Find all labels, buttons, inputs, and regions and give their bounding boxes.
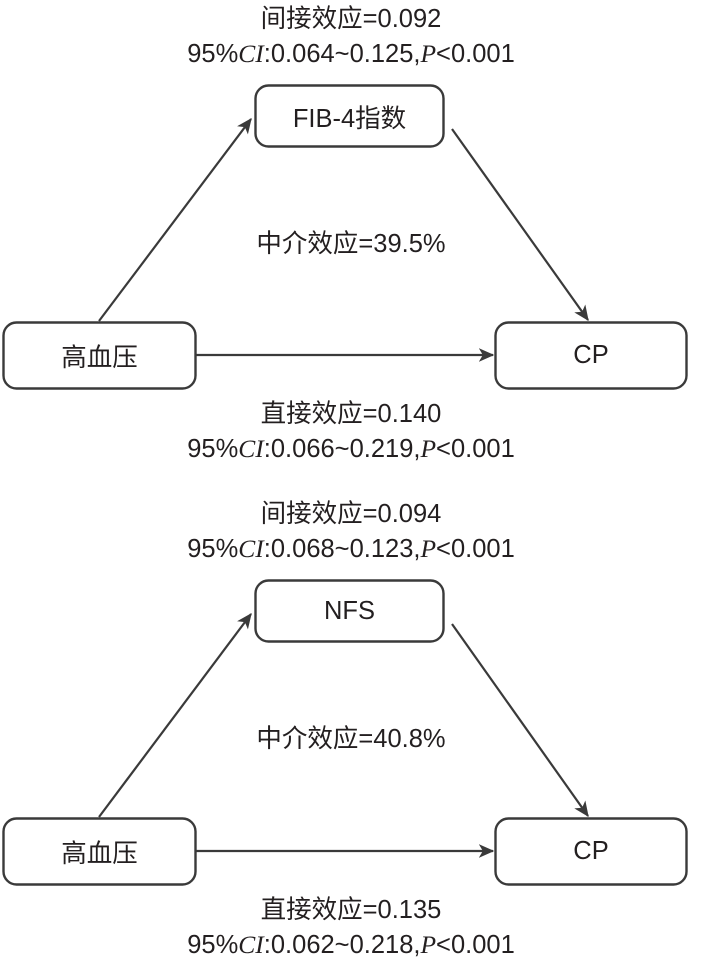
panel-nfs-graphics — [2, 579, 688, 886]
p-value: <0.001 — [436, 434, 515, 463]
ci-italic: CI — [238, 38, 264, 68]
p-italic: P — [420, 929, 437, 959]
p-italic: P — [420, 533, 437, 563]
ci-values: :0.066~0.219, — [263, 434, 421, 463]
ci-italic: CI — [238, 433, 264, 463]
ci-values: :0.064~0.125, — [263, 39, 421, 68]
ci-prefix: 95% — [187, 39, 239, 68]
direct-effect-ci: 95%CI:0.066~0.219,P<0.001 — [0, 432, 702, 467]
mediation-panel-nfs: NFS 高血压 CP 间接效应=0.094 95%CI:0.068~0.123,… — [0, 483, 702, 966]
ci-prefix: 95% — [187, 434, 239, 463]
caption-direct-effect: 直接效应=0.140 95%CI:0.066~0.219,P<0.001 — [0, 398, 702, 466]
caption-indirect-effect: 间接效应=0.094 95%CI:0.068~0.123,P<0.001 — [0, 498, 702, 566]
direct-effect-value: 直接效应=0.140 — [260, 400, 442, 428]
caption-indirect-effect: 间接效应=0.092 95%CI:0.064~0.125,P<0.001 — [0, 3, 702, 71]
node-box-outcome — [494, 321, 688, 390]
edge-exposure-to-mediator — [98, 118, 252, 322]
indirect-effect-value: 间接效应=0.092 — [260, 5, 442, 33]
direct-effect-ci: 95%CI:0.062~0.218,P<0.001 — [0, 928, 702, 963]
indirect-effect-value: 间接效应=0.094 — [260, 500, 442, 528]
caption-mediation-proportion: 中介效应=39.5% — [0, 228, 702, 262]
node-box-exposure — [2, 321, 197, 390]
node-box-mediator — [254, 579, 445, 643]
edge-mediator-to-outcome — [451, 128, 589, 322]
p-value: <0.001 — [436, 534, 515, 563]
p-italic: P — [420, 433, 437, 463]
node-box-outcome — [494, 817, 688, 886]
p-value: <0.001 — [436, 39, 515, 68]
node-box-mediator — [254, 84, 445, 148]
node-box-exposure — [2, 817, 197, 886]
p-value: <0.001 — [436, 930, 515, 959]
mediation-proportion-value: 中介效应=40.8% — [256, 725, 446, 753]
caption-mediation-proportion: 中介效应=40.8% — [0, 723, 702, 757]
indirect-effect-ci: 95%CI:0.064~0.125,P<0.001 — [0, 37, 702, 72]
p-italic: P — [420, 38, 437, 68]
caption-direct-effect: 直接效应=0.135 95%CI:0.062~0.218,P<0.001 — [0, 894, 702, 962]
ci-prefix: 95% — [187, 534, 239, 563]
indirect-effect-ci: 95%CI:0.068~0.123,P<0.001 — [0, 532, 702, 567]
edge-mediator-to-outcome — [451, 623, 589, 818]
ci-italic: CI — [238, 929, 264, 959]
ci-italic: CI — [238, 533, 264, 563]
edge-exposure-to-mediator — [98, 613, 252, 818]
ci-values: :0.068~0.123, — [263, 534, 421, 563]
direct-effect-value: 直接效应=0.135 — [260, 896, 442, 924]
panel-fib4-graphics — [2, 84, 688, 390]
ci-values: :0.062~0.218, — [263, 930, 421, 959]
mediation-proportion-value: 中介效应=39.5% — [256, 230, 446, 258]
mediation-panel-fib4: FIB-4指数 高血压 CP 间接效应=0.092 95%CI:0.064~0.… — [0, 3, 702, 466]
ci-prefix: 95% — [187, 930, 239, 959]
